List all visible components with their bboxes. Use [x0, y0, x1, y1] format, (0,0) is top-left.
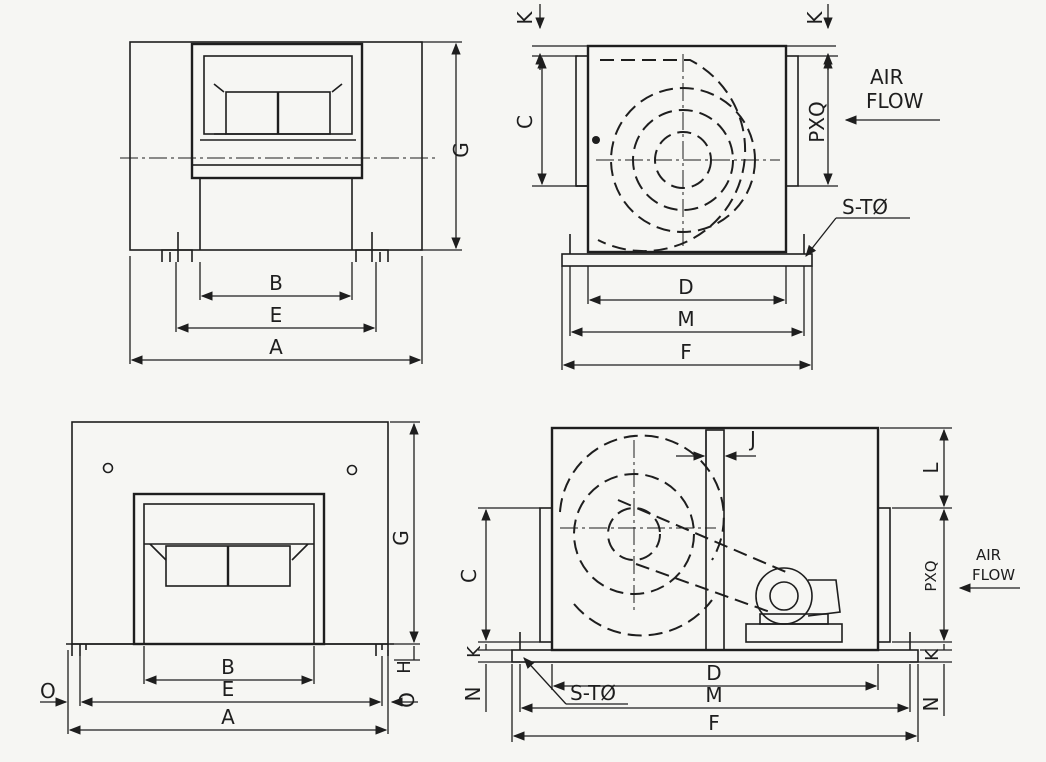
dim-label-b-top: B [269, 271, 283, 295]
dim-label-k-bottom-left: K [464, 645, 485, 658]
dim-label-b-bottom: B [221, 655, 235, 679]
dim-label-d-bottom: D [706, 661, 721, 685]
dim-label-o-left: O [40, 679, 56, 703]
dim-label-n-left: N [461, 687, 485, 702]
dim-label-n-right: N [919, 697, 943, 712]
dim-label-m-bottom: M [705, 683, 722, 707]
dim-label-e-top: E [270, 303, 283, 327]
dim-label-d-top: D [678, 275, 693, 299]
dim-label-a-top: A [269, 335, 283, 359]
dim-label-c-bottom: C [457, 569, 481, 583]
dim-label-e-bottom: E [222, 677, 235, 701]
view-side-top: K K C PXQ AIR FLOW S-TØ D M F [513, 4, 940, 370]
dim-label-h: H [394, 660, 415, 674]
dim-label-j: J [748, 427, 756, 451]
dim-label-f-top: F [680, 340, 692, 364]
dim-label-m-top: M [677, 307, 694, 331]
dim-label-k-top-left: K [513, 11, 537, 25]
view-side-bottom: J L PXQ K AIR FLOW C K N N S-T [457, 426, 1020, 742]
dim-label-pxq-top: PXQ [805, 101, 829, 143]
dim-label-o-right: O [395, 692, 419, 708]
airflow-label-air-top: AIR [870, 65, 904, 89]
dim-label-k-bottom-right: K [922, 648, 943, 661]
dim-label-g-bottom: G [389, 530, 413, 546]
dim-label-c-top: C [513, 115, 537, 129]
view-front-top: G B E A [120, 41, 473, 365]
dim-label-a-bottom: A [221, 705, 235, 729]
dim-label-g-top: G [449, 142, 473, 158]
dim-label-k-top-right: K [803, 11, 827, 25]
airflow-label-flow-bottom: FLOW [972, 566, 1015, 584]
dim-label-pxq-bottom: PXQ [922, 560, 940, 591]
label-s-tphi-bottom: S-TØ [570, 681, 616, 705]
label-s-tphi-top: S-TØ [842, 195, 888, 219]
airflow-label-air-bottom: AIR [976, 546, 1001, 564]
dim-label-l: L [919, 462, 943, 474]
dim-label-f-bottom: F [708, 711, 720, 735]
airflow-label-flow-top: FLOW [866, 89, 924, 113]
view-front-bottom: G H B E A O O [40, 421, 420, 735]
